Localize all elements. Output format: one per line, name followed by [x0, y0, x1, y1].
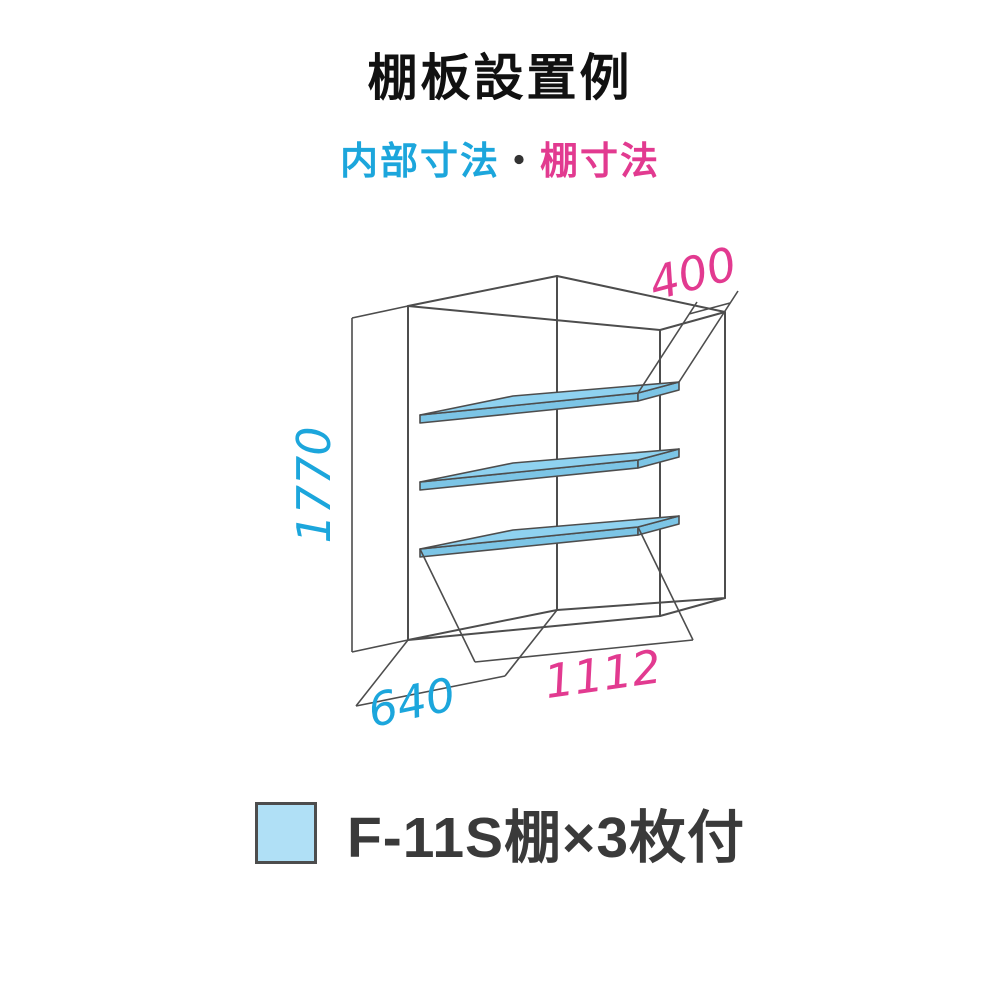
cabinet-outline: [407, 275, 726, 641]
shelf-middle: [419, 448, 680, 491]
subtitle-separator: ・: [499, 141, 540, 183]
cabinet-top-face: [407, 275, 726, 611]
subtitle-internal-dimensions-label: 内部寸法: [339, 141, 500, 183]
cabinet-front-edges: [407, 305, 661, 641]
shelves: [419, 381, 680, 558]
cabinet-bottom-edges: [407, 597, 726, 641]
subtitle-shelf-dimensions-label: 棚寸法: [540, 141, 661, 183]
dimension-internal-height: 1770: [287, 305, 409, 653]
legend: F-11S棚×3枚付: [0, 792, 1000, 874]
shelf-top: [419, 381, 680, 424]
page-title: 棚板設置例: [367, 50, 633, 106]
dimension-label-shelf-depth: 400: [643, 236, 742, 311]
dimension-label-internal-height: 1770: [287, 426, 341, 543]
dimension-shelf-depth: 400: [637, 236, 742, 394]
legend-label: F-11S棚×3枚付: [346, 806, 746, 870]
shelf-color-swatch: [254, 802, 317, 864]
subtitle: 内部寸法・棚寸法: [0, 130, 1000, 185]
dimension-label-shelf-width: 1112: [541, 639, 664, 709]
shelf-bottom: [419, 515, 680, 558]
